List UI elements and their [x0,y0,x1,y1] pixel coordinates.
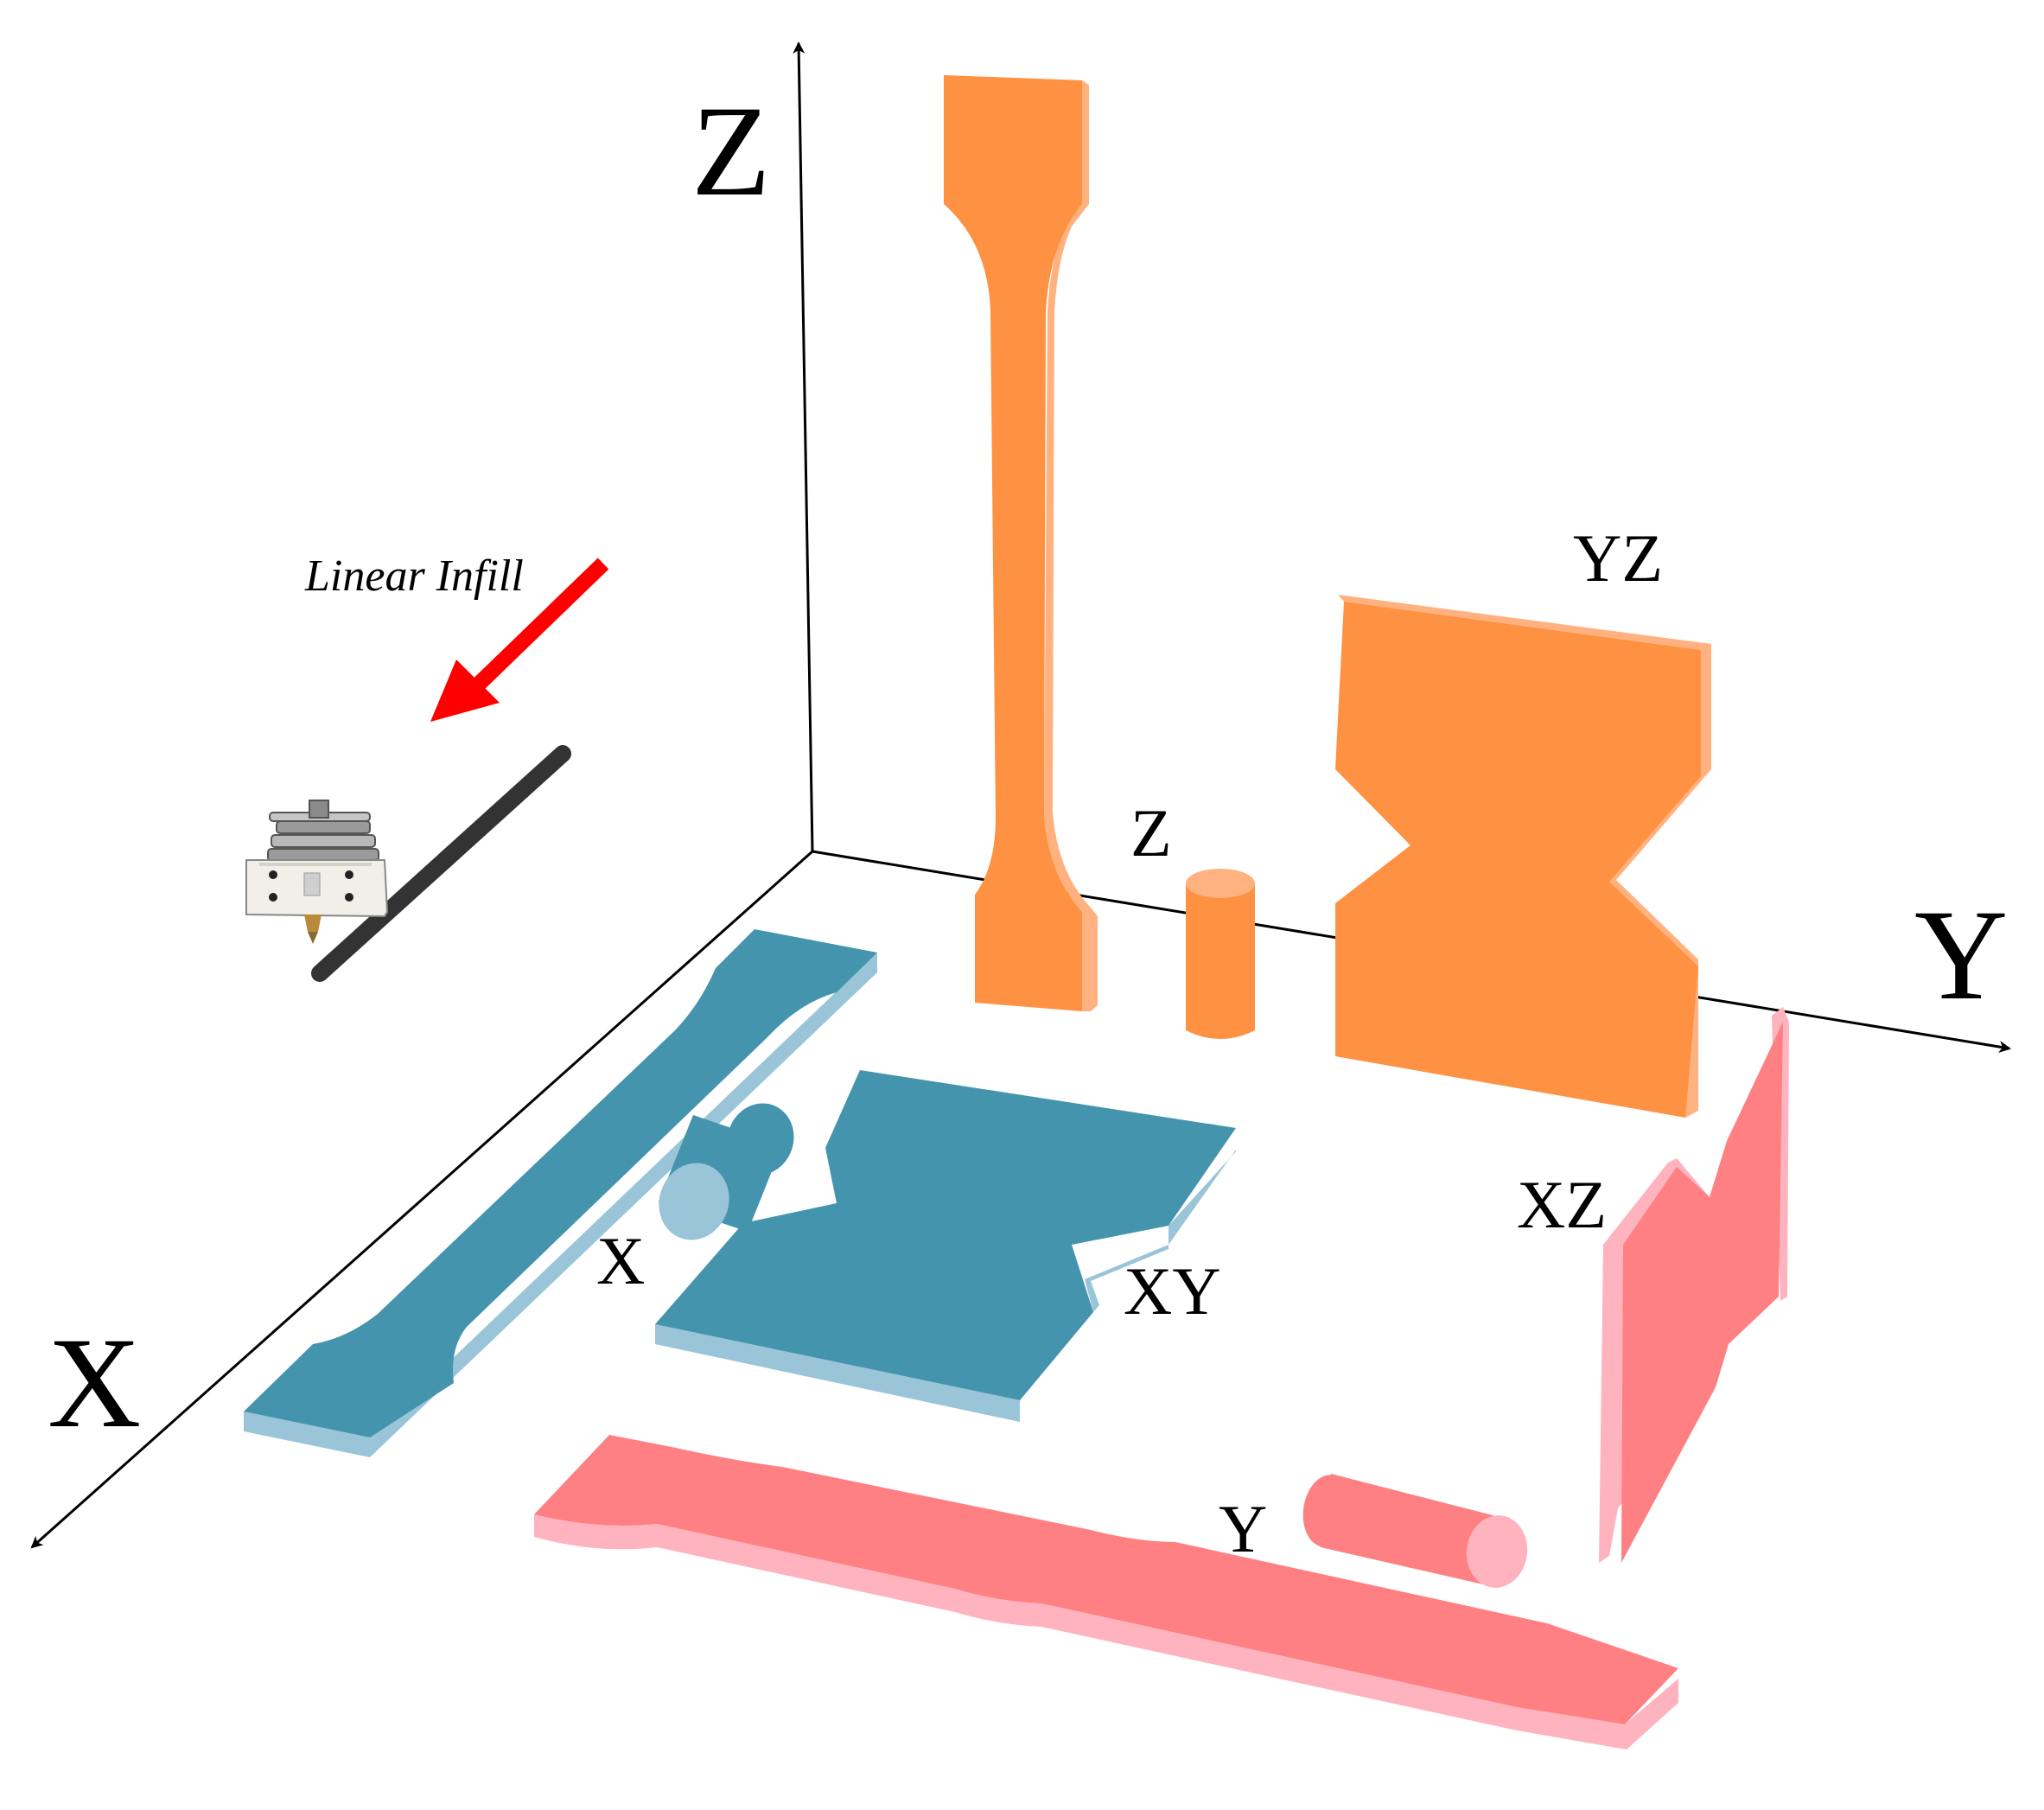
infill-indicator [311,558,609,982]
z-dogbone-specimen [944,75,1098,1011]
yz-specimen-face [1335,602,1701,1118]
z-dogbone-side [944,75,1098,1011]
y-cylinder-specimen [1302,1474,1528,1588]
z-cylinder-top [1186,869,1255,898]
y-dogbone-face [534,1435,1678,1724]
yz-specimen-label: YZ [1573,520,1663,596]
y-axis-label: Y [1914,883,2008,1027]
y-dogbone-specimen [534,1435,1678,1749]
x-cylinder-end-back [727,1103,794,1176]
xy-specimen-label: XY [1124,1253,1221,1329]
z-dogbone-face [944,75,1082,1011]
xz-notched-specimen [1599,1007,1789,1563]
xz-specimen-label: XZ [1517,1167,1607,1242]
x-cylinder-end-front [659,1163,729,1240]
y-cylinder-end-front [1466,1515,1528,1588]
x-axis-label: X [48,1311,141,1455]
x-dogbone-face [244,929,877,1437]
xz-specimen-face [1621,1022,1783,1563]
infill-label: Linear Infill [304,551,524,601]
xy-specimen-face [655,1070,1236,1400]
x-dogbone-specimen [244,929,877,1457]
y-cylinder-body [1321,1474,1500,1586]
x-axis-line [30,850,813,1549]
z-cylinder-body [1186,883,1255,1039]
extruder-nozzle-icon [245,800,389,944]
y-dogbone-side [534,1514,1678,1749]
yz-notched-specimen [1335,595,1711,1118]
z-cylinder-specimen [1186,869,1255,1039]
xy-notched-specimen [655,1070,1236,1422]
infill-arrow-head [430,660,500,722]
filament-rod [311,745,571,982]
yz-specimen-side [1338,595,1711,1118]
z-specimen-label: Z [1130,795,1172,870]
infill-arrow-shaft [465,558,609,698]
z-axis-line [793,41,814,852]
y-cylinder-end-back [1302,1475,1353,1547]
z-axis-label: Z [691,80,771,223]
x-specimen-label: X [596,1223,645,1298]
y-specimen-label: Y [1219,1491,1267,1566]
x-cylinder-specimen [659,1103,794,1240]
